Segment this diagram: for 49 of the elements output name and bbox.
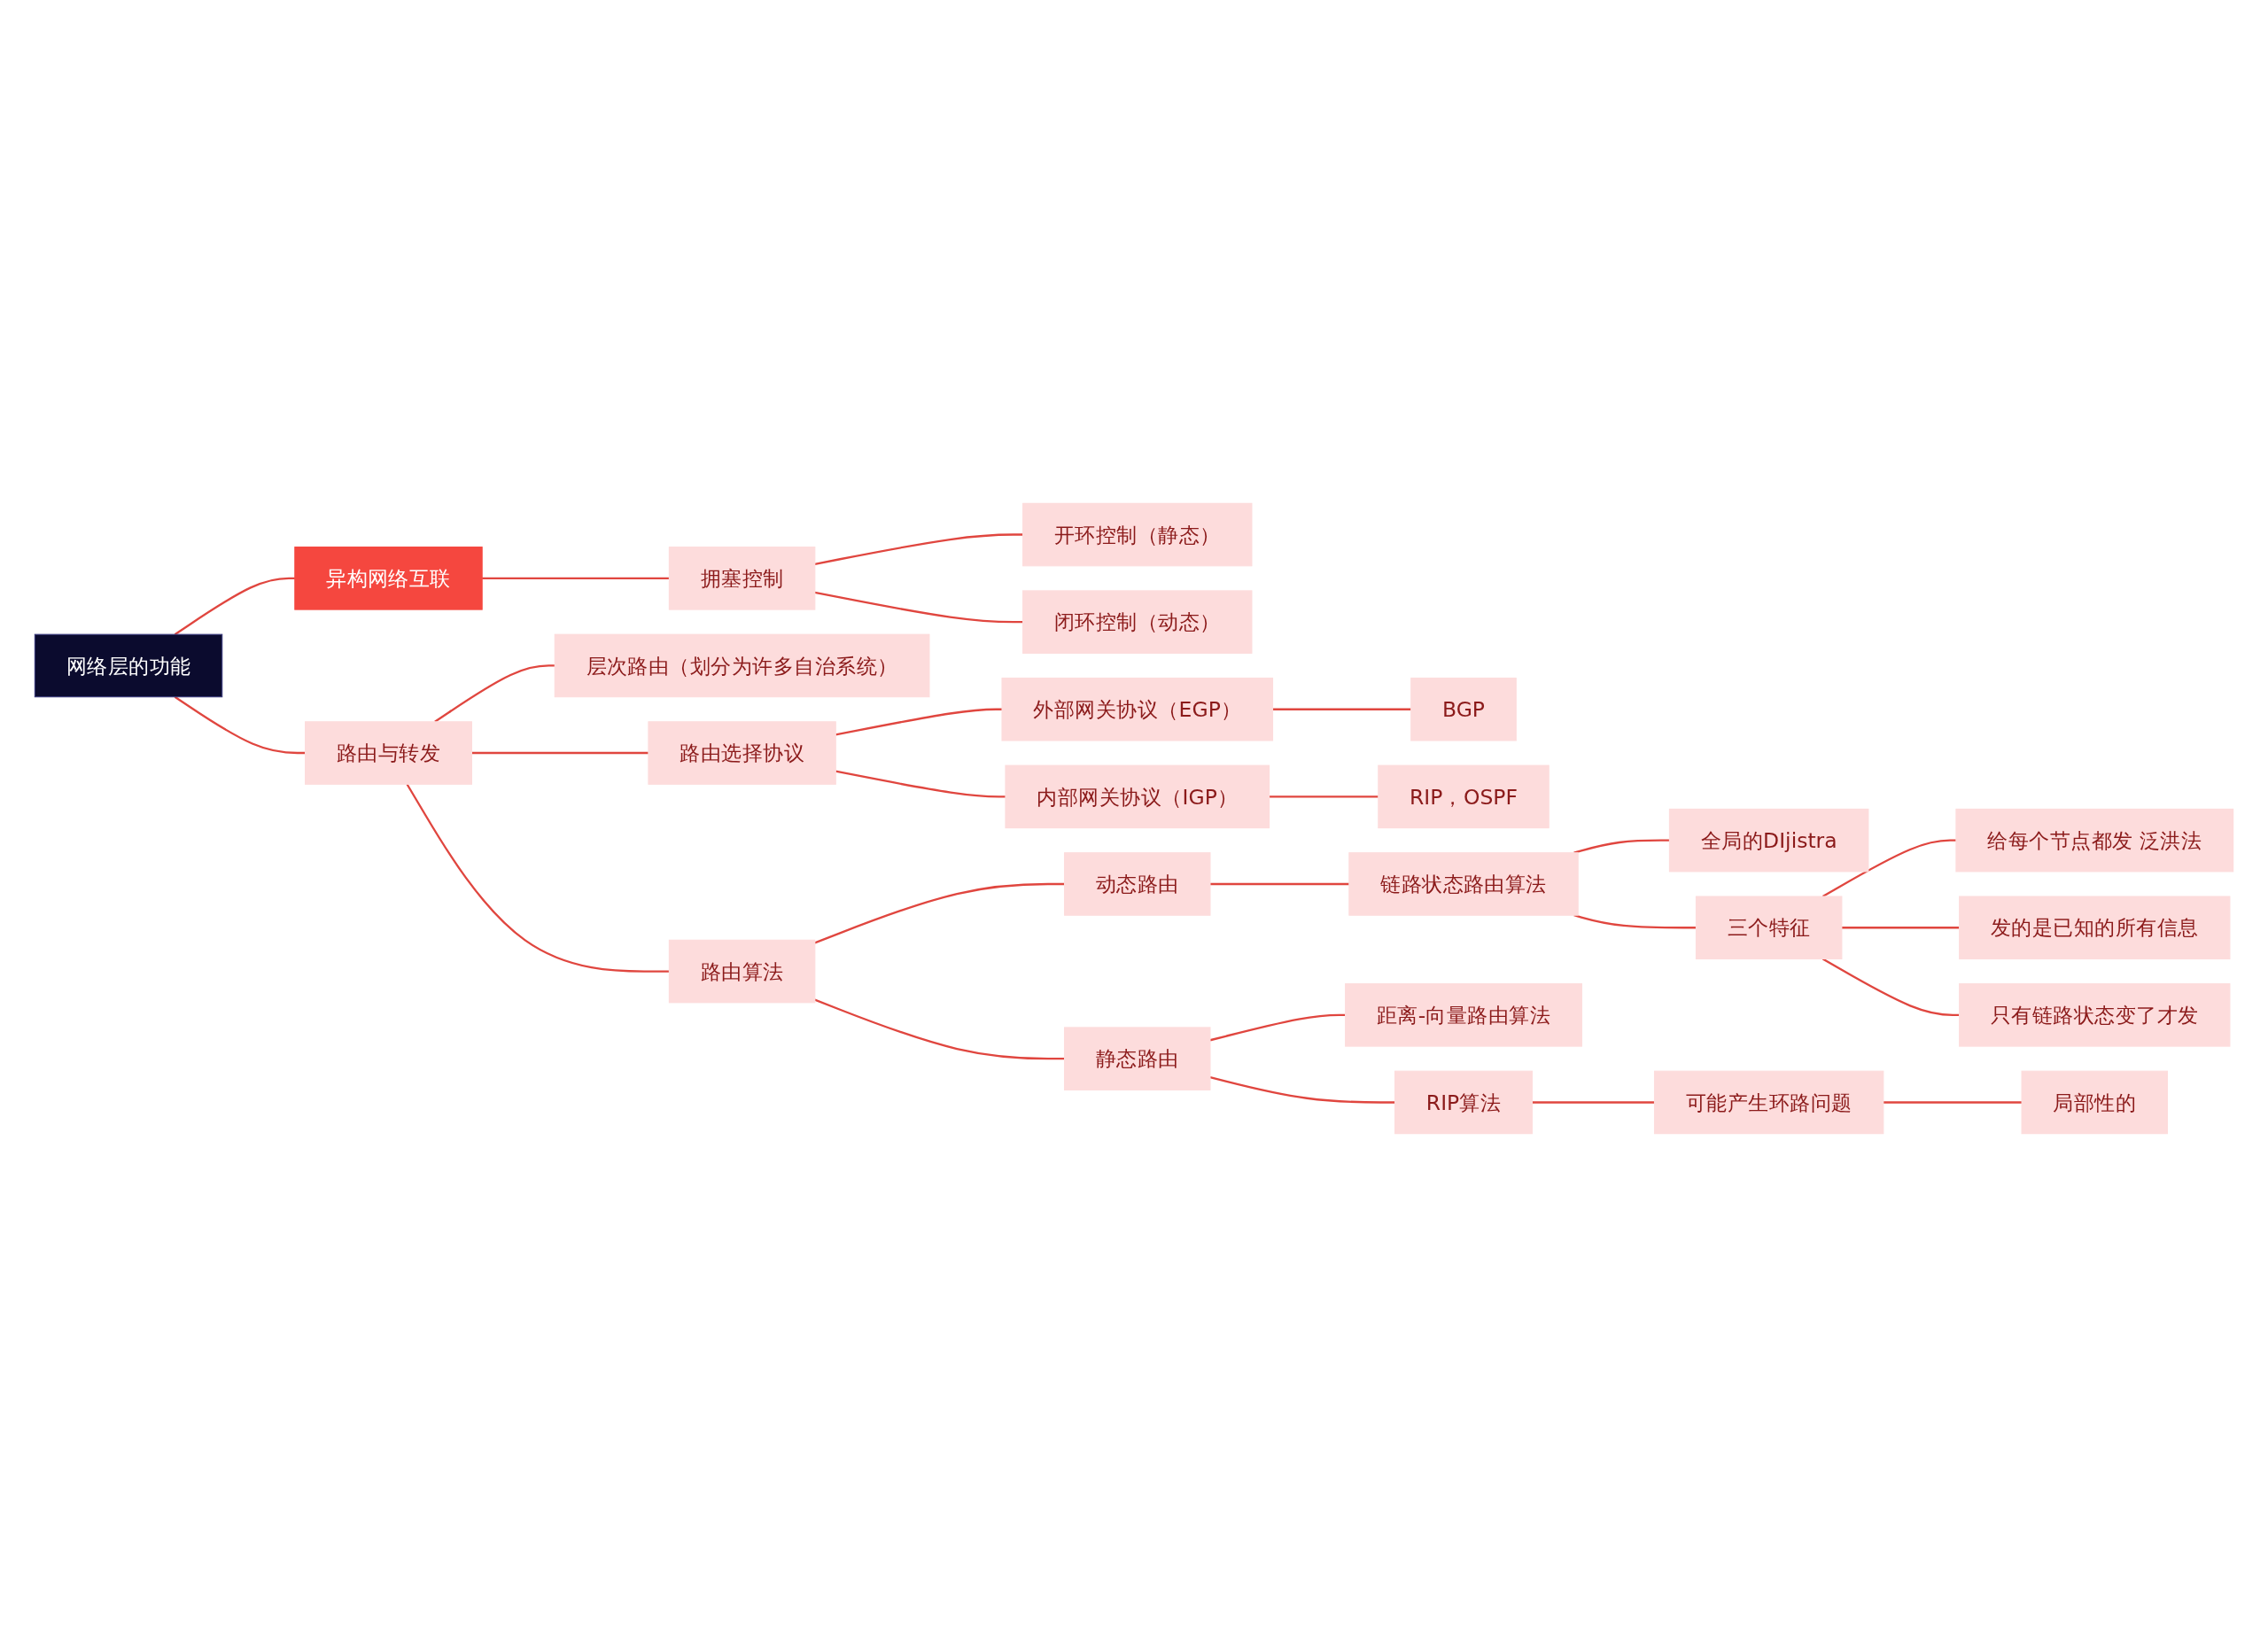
node-box: 静态路由 <box>1064 1027 1211 1090</box>
connector <box>406 783 670 973</box>
node-box: 三个特征 <box>1695 896 1843 960</box>
connector <box>814 533 1023 565</box>
connector <box>482 577 670 580</box>
connector <box>1573 839 1670 854</box>
connector <box>174 695 306 755</box>
connector <box>174 577 295 636</box>
node-box: 路由选择协议 <box>648 721 836 785</box>
connector <box>1821 839 1956 898</box>
node-box: 路由算法 <box>668 939 816 1004</box>
node-box: 发的是已知的所有信息 <box>1959 896 2231 960</box>
node-box: 可能产生环路问题 <box>1653 1070 1884 1135</box>
connector <box>1532 1101 1655 1104</box>
node-box: RIP，OSPF <box>1378 764 1550 829</box>
node-box: 闭环控制（动态） <box>1022 590 1253 654</box>
node-box: RIP算法 <box>1394 1070 1533 1135</box>
node-box: 拥塞控制 <box>668 547 816 610</box>
node-box: 链路状态路由算法 <box>1348 852 1579 916</box>
node-box: 层次路由（划分为许多自治系统） <box>554 633 930 698</box>
connector <box>814 998 1065 1060</box>
node-box: 全局的DIjistra <box>1668 808 1869 873</box>
node-box: 外部网关协议（EGP） <box>1001 677 1274 741</box>
connector <box>1841 927 1960 929</box>
node-box: 只有链路状态变了才发 <box>1959 983 2231 1047</box>
connector <box>1269 795 1379 798</box>
connector <box>1209 882 1349 886</box>
connector <box>835 708 1003 736</box>
node-box: 内部网关协议（IGP） <box>1005 764 1270 829</box>
connector <box>814 882 1065 944</box>
connector <box>835 770 1006 798</box>
connector <box>1573 914 1697 929</box>
connector <box>1821 958 1960 1017</box>
connector <box>434 664 555 723</box>
connector <box>1209 1013 1346 1042</box>
node-box: 路由与转发 <box>305 721 472 785</box>
node-box: 开环控制（静态） <box>1022 502 1253 567</box>
connector <box>471 751 649 755</box>
connector <box>1209 1075 1395 1104</box>
connector <box>814 591 1023 624</box>
connector <box>1272 708 1411 710</box>
node-box: BGP <box>1410 677 1517 741</box>
node-box: 异构网络互联 <box>294 547 483 610</box>
node-box: 网络层的功能 <box>34 633 223 698</box>
node-box: 局部性的 <box>2021 1070 2169 1135</box>
node-box: 动态路由 <box>1064 852 1211 916</box>
connector <box>1883 1101 2023 1104</box>
node-box: 距离-向量路由算法 <box>1345 983 1582 1047</box>
node-box: 给每个节点都发 泛洪法 <box>1955 808 2234 873</box>
